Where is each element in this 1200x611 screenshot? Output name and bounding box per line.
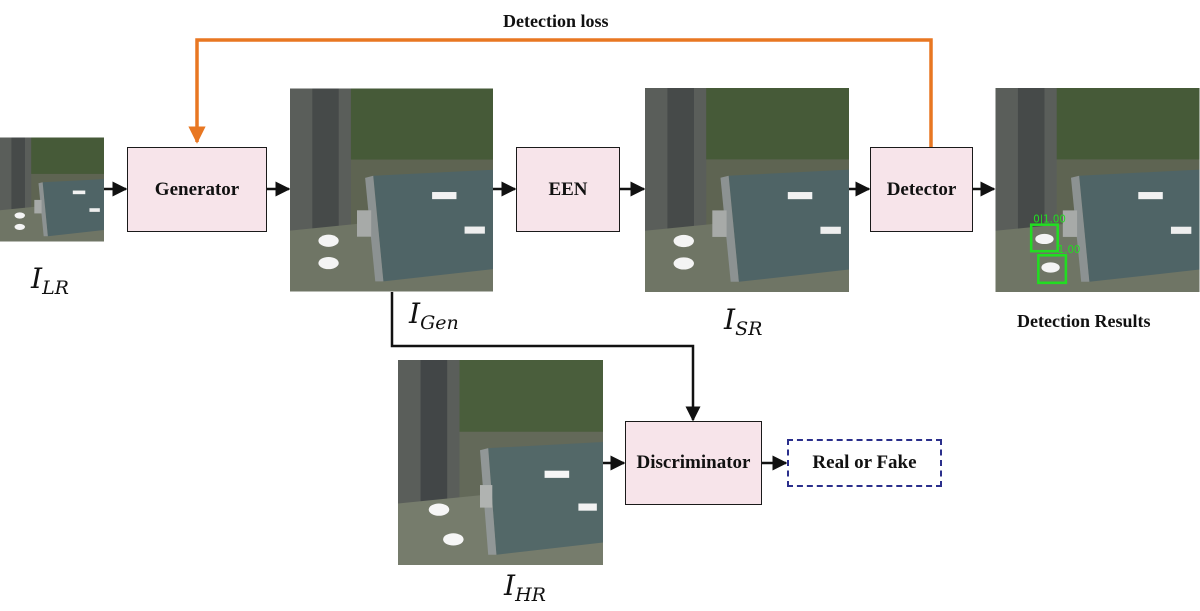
generator-box: Generator <box>127 147 267 232</box>
label-i-sr: ISR <box>724 303 763 340</box>
label-i-hr: IHR <box>504 569 546 606</box>
een-box: EEN <box>516 147 620 232</box>
generated-image <box>290 88 493 292</box>
detection-loss-arrow <box>188 38 933 147</box>
detection-box-2 <box>1037 254 1068 285</box>
detection-result-image: 0|1.00 1.00 <box>995 88 1200 292</box>
discriminator-box: Discriminator <box>625 421 762 505</box>
detector-box: Detector <box>870 147 973 232</box>
arrow-gen-to-discriminator <box>390 292 701 422</box>
detection-score-2: 1.00 <box>1058 245 1081 256</box>
low-resolution-image <box>0 137 104 242</box>
detection-score-1: 0|1.00 <box>1033 215 1066 226</box>
label-i-gen: IGen <box>409 297 459 334</box>
detection-loss-label: Detection loss <box>503 11 609 31</box>
label-i-lr: ILR <box>31 262 69 299</box>
real-or-fake-output: Real or Fake <box>787 439 942 487</box>
high-resolution-image <box>398 360 603 565</box>
super-resolved-image <box>645 88 849 292</box>
detection-results-label: Detection Results <box>1017 311 1151 331</box>
detection-box-1 <box>1029 223 1059 253</box>
